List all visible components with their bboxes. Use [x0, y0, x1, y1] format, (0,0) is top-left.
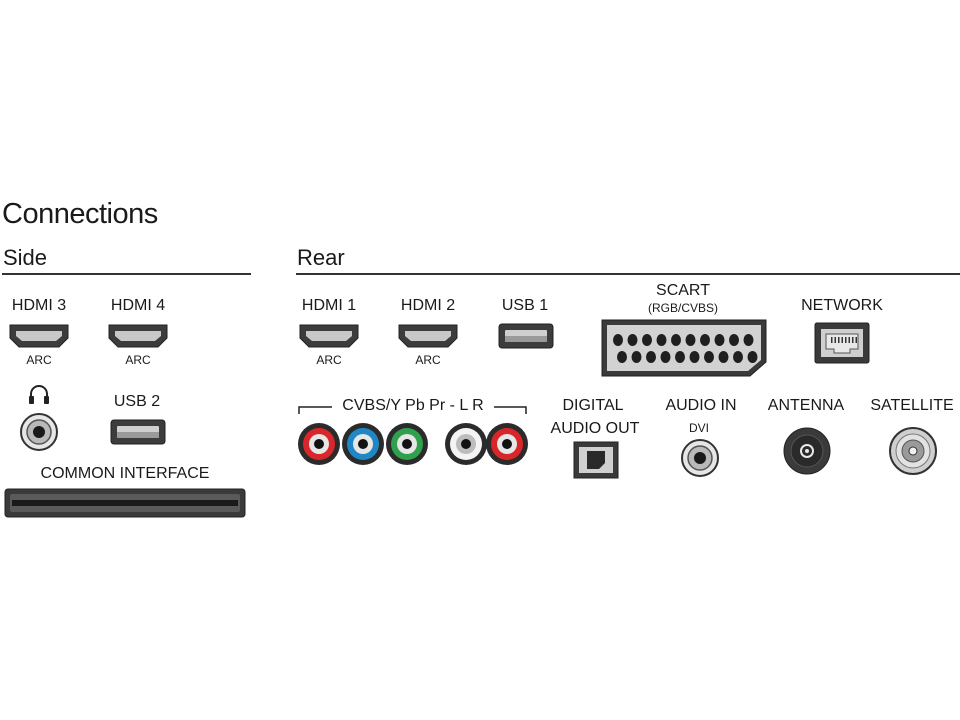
scart-pin: [747, 351, 758, 363]
hdmi3-sub: ARC: [26, 353, 52, 367]
scart-pin: [733, 351, 743, 363]
usb2-label: USB 2: [113, 393, 161, 410]
scart-pin: [613, 334, 623, 346]
scart-pin: [718, 351, 729, 363]
scart-pin: [646, 351, 656, 363]
side-heading: Side: [3, 245, 48, 270]
rear-divider: [296, 273, 960, 275]
satellite-label: SATELLITE: [870, 397, 954, 414]
scart-pin: [714, 334, 725, 346]
page-title: Connections: [2, 198, 158, 230]
antenna-label: ANTENNA: [767, 397, 845, 414]
rca-jack-red-right-icon: [486, 423, 528, 465]
rca-jacks-group: [298, 423, 528, 465]
hdmi4-label: HDMI 4: [110, 297, 166, 314]
scart-pin: [743, 334, 754, 346]
usb1-label: USB 1: [501, 297, 549, 314]
cvbs-label: CVBS/Y Pb Pr - L R: [342, 397, 484, 414]
headphones-icon: [29, 385, 49, 404]
rca-jack-blue-icon: [342, 423, 384, 465]
rca-jack-red-video-icon: [298, 423, 340, 465]
hdmi2-port-icon: [398, 324, 458, 348]
hdmi4-sub: ARC: [125, 353, 151, 367]
hdmi3-label: HDMI 3: [11, 297, 67, 314]
digital-audio-out-line2: AUDIO OUT: [550, 420, 640, 437]
scart-pin: [642, 334, 652, 346]
hdmi3-port-icon: [9, 324, 69, 348]
scart-pin: [729, 334, 739, 346]
scart-pin: [631, 351, 642, 363]
scart-label: SCART: [656, 282, 710, 299]
scart-pin: [675, 351, 685, 363]
optical-port-icon: [573, 441, 619, 479]
hdmi4-port-icon: [108, 324, 168, 348]
rear-heading: Rear: [297, 245, 345, 270]
usb2-port-icon: [110, 419, 166, 445]
audio-in-jack-icon: [681, 439, 719, 477]
scart-pin: [627, 334, 638, 346]
scart-pin: [685, 334, 696, 346]
network-label: NETWORK: [801, 297, 883, 314]
scart-pin: [689, 351, 700, 363]
digital-audio-out-line1: DIGITAL: [562, 397, 624, 414]
cvbs-bracket: [298, 406, 527, 414]
scart-pin: [656, 334, 667, 346]
audio-in-label: AUDIO IN: [665, 397, 737, 414]
antenna-port-icon: [783, 427, 831, 475]
satellite-port-icon: [889, 427, 937, 475]
scart-pin: [704, 351, 714, 363]
scart-pin: [617, 351, 627, 363]
scart-pin: [700, 334, 710, 346]
scart-pin: [671, 334, 681, 346]
scart-pin: [660, 351, 671, 363]
rca-jack-white-left-icon: [445, 423, 487, 465]
scart-sub: (RGB/CVBS): [647, 301, 719, 315]
usb1-port-icon: [498, 323, 554, 349]
hdmi2-sub: ARC: [415, 353, 441, 367]
scart-port-icon: [601, 319, 767, 377]
common-interface-slot-icon: [4, 488, 246, 518]
hdmi1-port-icon: [299, 324, 359, 348]
rca-jack-green-icon: [386, 423, 428, 465]
hdmi2-label: HDMI 2: [400, 297, 456, 314]
network-port-icon: [814, 322, 870, 364]
hdmi1-sub: ARC: [316, 353, 342, 367]
side-divider: [2, 273, 251, 275]
hdmi1-label: HDMI 1: [301, 297, 357, 314]
audio-in-sub: DVI: [688, 421, 710, 435]
common-interface-label: COMMON INTERFACE: [40, 465, 210, 482]
headphone-jack-icon: [20, 413, 58, 451]
